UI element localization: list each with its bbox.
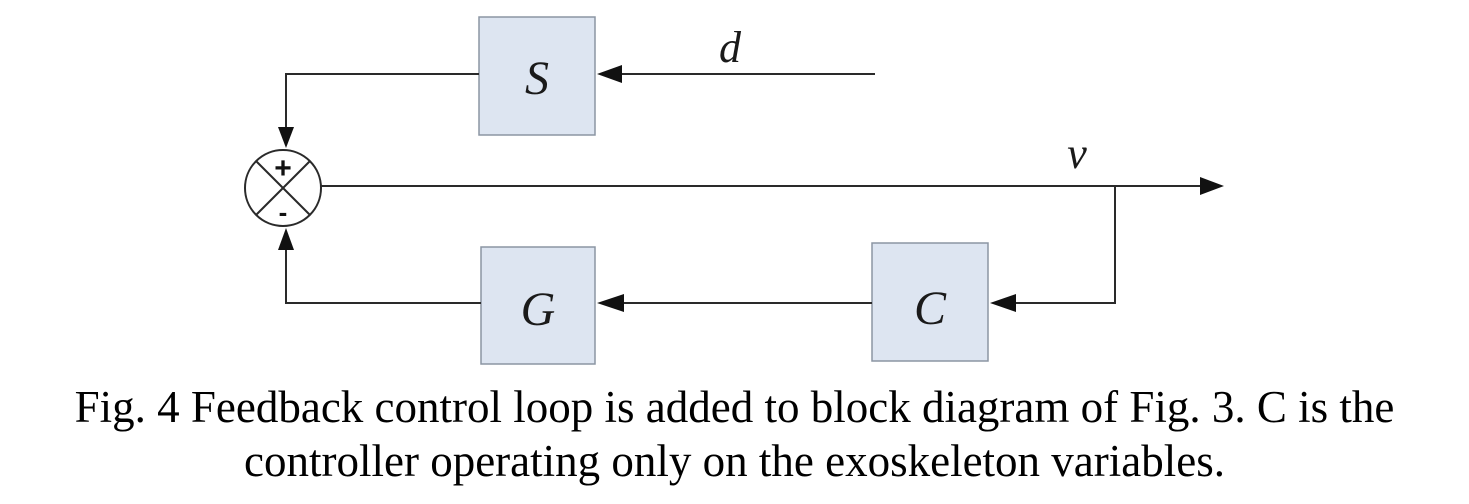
block-g-label: G [521, 283, 556, 336]
junction-minus-sign: - [279, 197, 288, 227]
caption-line-2: controller operating only on the exoskel… [244, 436, 1225, 486]
v-output-wire [321, 177, 1224, 195]
arrow-into-junction-bottom [278, 228, 294, 250]
arrow-into-junction-top [278, 127, 294, 148]
arrow-into-g [597, 294, 624, 312]
arrow-into-s [597, 65, 622, 83]
block-s-label: S [525, 52, 549, 105]
signal-d-label: d [719, 23, 742, 72]
summing-junction: + - [244, 149, 322, 227]
d-input-wire [597, 65, 875, 83]
block-diagram: S G C d + - v [244, 16, 1224, 365]
c-to-g-wire [597, 294, 872, 312]
block-c-label: C [914, 282, 947, 335]
junction-plus-sign: + [274, 152, 292, 185]
block-s: S [478, 16, 596, 136]
caption-line-1: Fig. 4 Feedback control loop is added to… [74, 382, 1395, 432]
g-to-junction-wire [278, 228, 481, 304]
output-arrow [1200, 177, 1224, 195]
block-g: G [480, 246, 596, 365]
arrow-into-c [990, 294, 1016, 312]
s-to-junction-wire [278, 73, 479, 148]
feedback-to-c-wire [990, 186, 1116, 312]
signal-v-label: v [1067, 129, 1087, 178]
block-c: C [871, 242, 989, 362]
figure-caption: Fig. 4 Feedback control loop is added to… [0, 380, 1469, 488]
